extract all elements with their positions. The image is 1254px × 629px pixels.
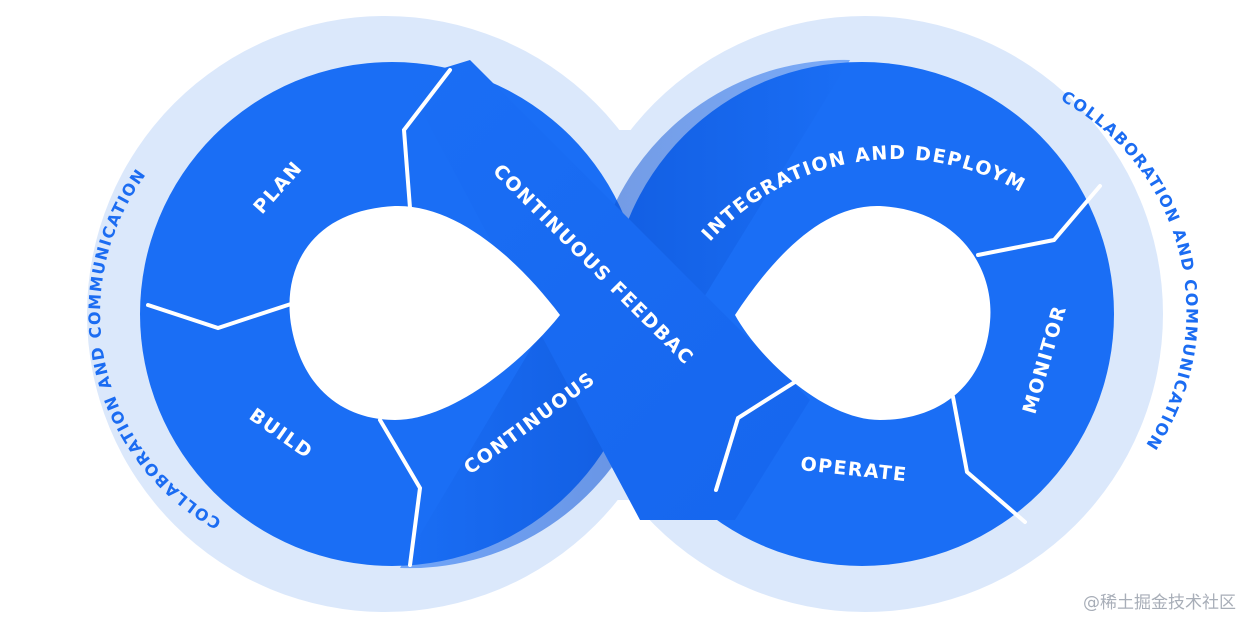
divider-build-continuous xyxy=(378,418,423,567)
watermark: @稀土掘金技术社区 xyxy=(1083,593,1236,613)
divider-integration-monitor xyxy=(976,184,1102,257)
divider-monitor-operate xyxy=(951,395,1027,524)
inner-holes xyxy=(289,205,991,420)
crossing-band xyxy=(405,60,810,520)
divider-plan-build xyxy=(146,301,296,331)
divider-plan-feedback xyxy=(401,68,452,210)
segment-dividers xyxy=(146,68,1102,567)
divider-operate-feedback xyxy=(714,378,800,492)
